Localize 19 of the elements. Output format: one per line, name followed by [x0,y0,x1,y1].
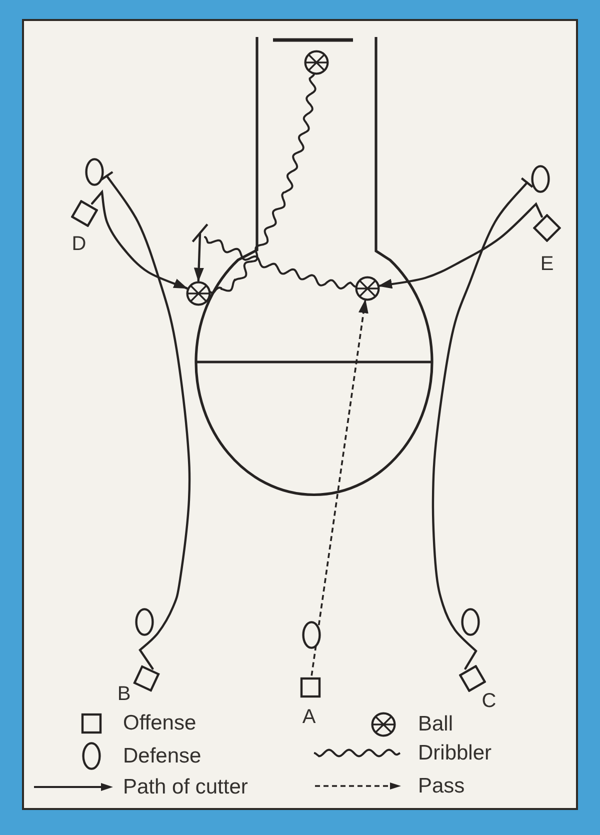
bar-ended-line [432,176,534,670]
arrow [192,223,208,282]
player-letter: C [482,691,496,711]
legend-label: Defense [123,746,202,766]
player-letter: D [72,234,86,254]
arrow [91,190,188,290]
arrow [378,202,543,289]
player-letter: A [302,707,316,727]
player-letter: B [117,684,131,704]
dashed-arrow [310,299,368,676]
bar-ended-line [100,170,191,670]
wavy-line [209,73,316,294]
legend-label: Dribbler [418,742,492,764]
player-letter: E [540,254,554,274]
legend-label: Offense [123,712,196,734]
wavy-line [204,236,356,290]
legend-label: Pass [418,776,465,796]
legend-label: Ball [418,714,454,734]
legend-label: Path of cutter [123,776,248,798]
